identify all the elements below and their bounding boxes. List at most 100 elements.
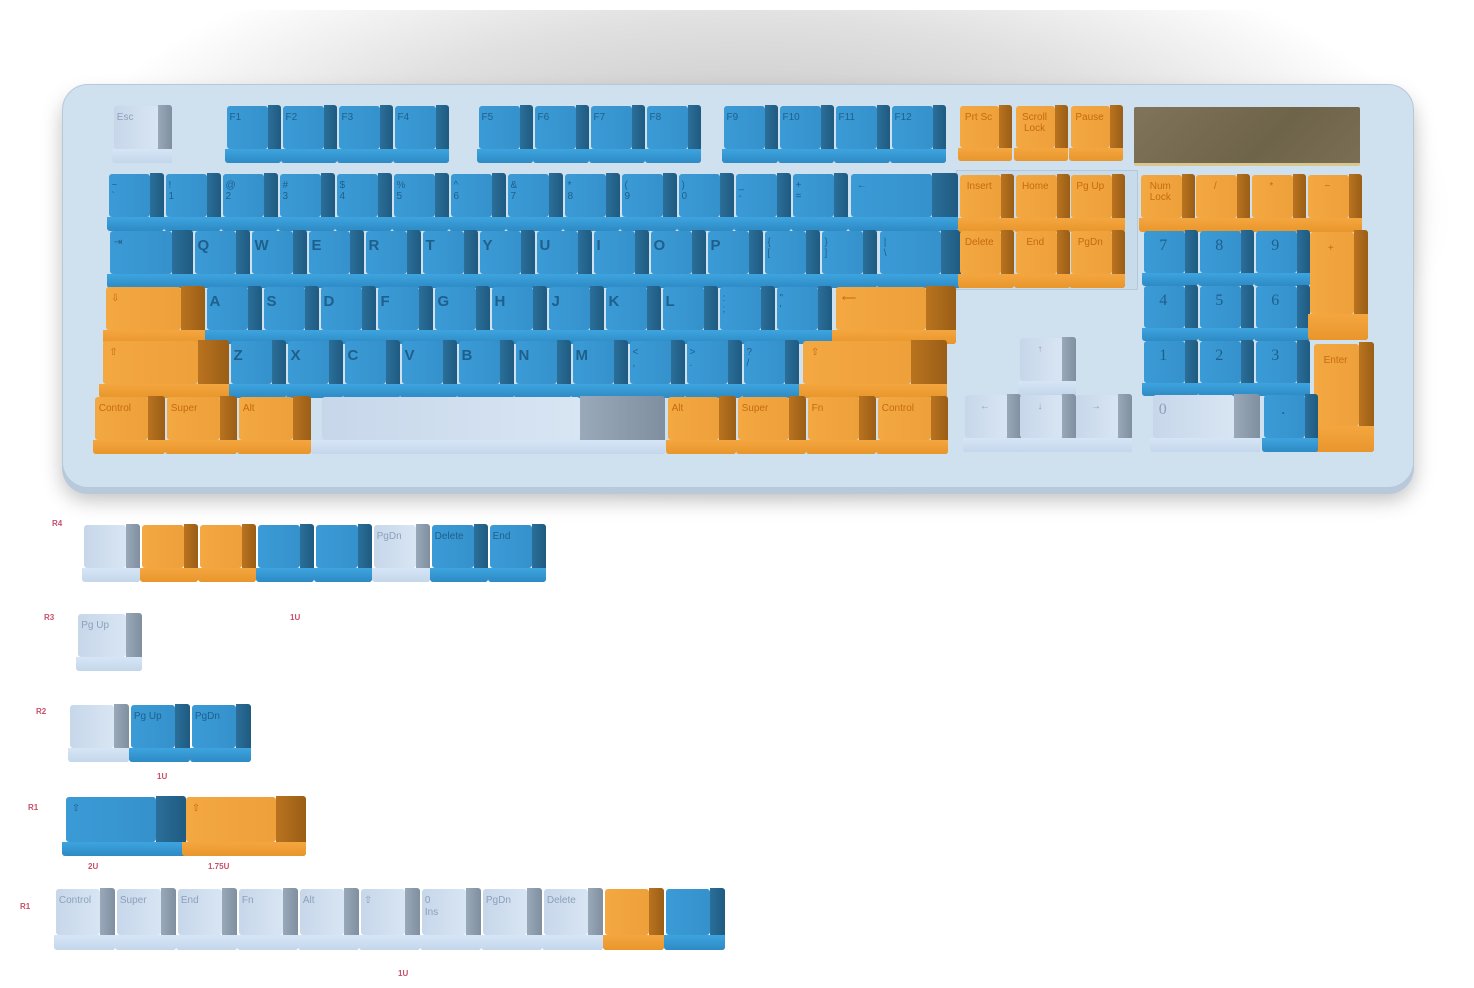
key-np-10[interactable]: 6 [1254, 285, 1310, 341]
key-z-9[interactable]: > . [685, 340, 742, 398]
key-a-10[interactable]: : ; [718, 286, 775, 344]
key-np-enter[interactable]: Enter [1312, 342, 1374, 452]
key-bottom-2[interactable]: Alt [237, 396, 311, 454]
key-np-dot[interactable]: . [1262, 394, 1318, 452]
key-nav-3[interactable]: Delete [958, 230, 1014, 288]
extra-r4-4[interactable] [314, 524, 372, 582]
key-enter[interactable]: ⟵ [832, 286, 956, 344]
key-np-3[interactable]: − [1306, 174, 1362, 232]
extra-r4-0[interactable] [82, 524, 140, 582]
key-np-2[interactable]: * [1250, 174, 1306, 232]
key-f10[interactable]: F10 [778, 105, 834, 163]
key-np-0[interactable]: Num Lock [1139, 174, 1195, 232]
key-arrow-3[interactable]: → [1074, 394, 1132, 452]
key-np-5[interactable]: 8 [1198, 230, 1254, 286]
extra-r1b-1[interactable]: Super [115, 888, 176, 950]
key-np-12[interactable]: 2 [1198, 340, 1254, 396]
key-sys-1[interactable]: Scroll Lock [1014, 105, 1068, 161]
key-num-9[interactable]: ( 9 [620, 173, 677, 231]
extra-r1b-4[interactable]: Alt [298, 888, 359, 950]
key-z-10[interactable]: ? / [742, 340, 799, 398]
extra-r1-175u[interactable]: ⇧ [182, 796, 306, 856]
key-q-12[interactable]: } ] [820, 230, 877, 288]
key-z-3[interactable]: C [343, 340, 400, 398]
key-f9[interactable]: F9 [722, 105, 778, 163]
key-q-6[interactable]: Y [478, 230, 535, 288]
key-q-5[interactable]: T [421, 230, 478, 288]
key-q-1[interactable]: Q [193, 230, 250, 288]
extra-r3-0[interactable]: Pg Up [76, 613, 142, 671]
key-z-2[interactable]: X [286, 340, 343, 398]
key-f5[interactable]: F5 [477, 105, 533, 163]
key-up[interactable]: ↑ [1018, 337, 1076, 395]
key-z-1[interactable]: Z [229, 340, 286, 398]
key-a-4[interactable]: F [376, 286, 433, 344]
extra-r4-2[interactable] [198, 524, 256, 582]
key-num-7[interactable]: & 7 [506, 173, 563, 231]
key-q-11[interactable]: { [ [763, 230, 820, 288]
key-nav-1[interactable]: Home [1014, 174, 1070, 232]
key-num-1[interactable]: ! 1 [164, 173, 221, 231]
key-arrow-1[interactable]: ← [963, 394, 1021, 452]
extra-r4-3[interactable] [256, 524, 314, 582]
key-esc[interactable]: Esc [112, 105, 172, 163]
extra-r1b-8[interactable]: Delete [542, 888, 603, 950]
extra-r1b-0[interactable]: Control [54, 888, 115, 950]
extra-r4-7[interactable]: End [488, 524, 546, 582]
key-a-1[interactable]: A [205, 286, 262, 344]
key-np-13[interactable]: 3 [1254, 340, 1310, 396]
key-q-7[interactable]: U [535, 230, 592, 288]
key-num-2[interactable]: @ 2 [221, 173, 278, 231]
key-nav-4[interactable]: End [1014, 230, 1070, 288]
key-bottom-1[interactable]: Super [165, 396, 237, 454]
extra-r1b-10[interactable] [664, 888, 725, 950]
key-np-9[interactable]: 5 [1198, 285, 1254, 341]
key-f1[interactable]: F1 [225, 105, 281, 163]
key-z-8[interactable]: < , [628, 340, 685, 398]
key-q-3[interactable]: E [307, 230, 364, 288]
key-z-4[interactable]: V [400, 340, 457, 398]
extra-r1b-6[interactable]: 0 Ins [420, 888, 481, 950]
extra-r4-5[interactable]: PgDn [372, 524, 430, 582]
extra-r2-0[interactable] [68, 704, 129, 762]
key-tab[interactable]: ⇥ [107, 230, 193, 288]
key-nav-5[interactable]: PgDn [1069, 230, 1125, 288]
key-f4[interactable]: F4 [393, 105, 449, 163]
key-a-6[interactable]: H [490, 286, 547, 344]
key-a-9[interactable]: L [661, 286, 718, 344]
key-a-5[interactable]: G [433, 286, 490, 344]
key-num-5[interactable]: % 5 [392, 173, 449, 231]
key-a-3[interactable]: D [319, 286, 376, 344]
key-np-4[interactable]: 7 [1142, 230, 1198, 286]
key-f6[interactable]: F6 [533, 105, 589, 163]
key-num-4[interactable]: $ 4 [335, 173, 392, 231]
key-f8[interactable]: F8 [645, 105, 701, 163]
key-bottom-4[interactable]: Alt [666, 396, 736, 454]
key-q-9[interactable]: O [649, 230, 706, 288]
key-np-plus[interactable]: + [1308, 230, 1368, 340]
extra-r4-6[interactable]: Delete [430, 524, 488, 582]
extra-r1b-5[interactable]: ⇧ [359, 888, 420, 950]
key-sys-2[interactable]: Pause [1069, 105, 1123, 161]
key-bottom-0[interactable]: Control [93, 396, 165, 454]
key-nav-0[interactable]: Insert [958, 174, 1014, 232]
key-backspace[interactable]: ← [848, 173, 958, 231]
key-num-11[interactable]: _ - [734, 173, 791, 231]
key-np-0[interactable]: 0 [1150, 394, 1260, 452]
key-lshift[interactable]: ⇧ [99, 340, 229, 398]
key-num-12[interactable]: + = [791, 173, 848, 231]
key-f3[interactable]: F3 [337, 105, 393, 163]
extra-r1b-9[interactable] [603, 888, 664, 950]
extra-r2-2[interactable]: PgDn [190, 704, 251, 762]
key-q-2[interactable]: W [250, 230, 307, 288]
extra-r2-1[interactable]: Pg Up [129, 704, 190, 762]
key-a-2[interactable]: S [262, 286, 319, 344]
key-np-8[interactable]: 4 [1142, 285, 1198, 341]
key-rshift[interactable]: ⇧ [799, 340, 947, 398]
key-q-8[interactable]: I [592, 230, 649, 288]
key-bottom-7[interactable]: Control [876, 396, 948, 454]
extra-r1b-3[interactable]: Fn [237, 888, 298, 950]
key-z-6[interactable]: N [514, 340, 571, 398]
key-f12[interactable]: F12 [890, 105, 946, 163]
key-bottom-5[interactable]: Super [736, 396, 806, 454]
